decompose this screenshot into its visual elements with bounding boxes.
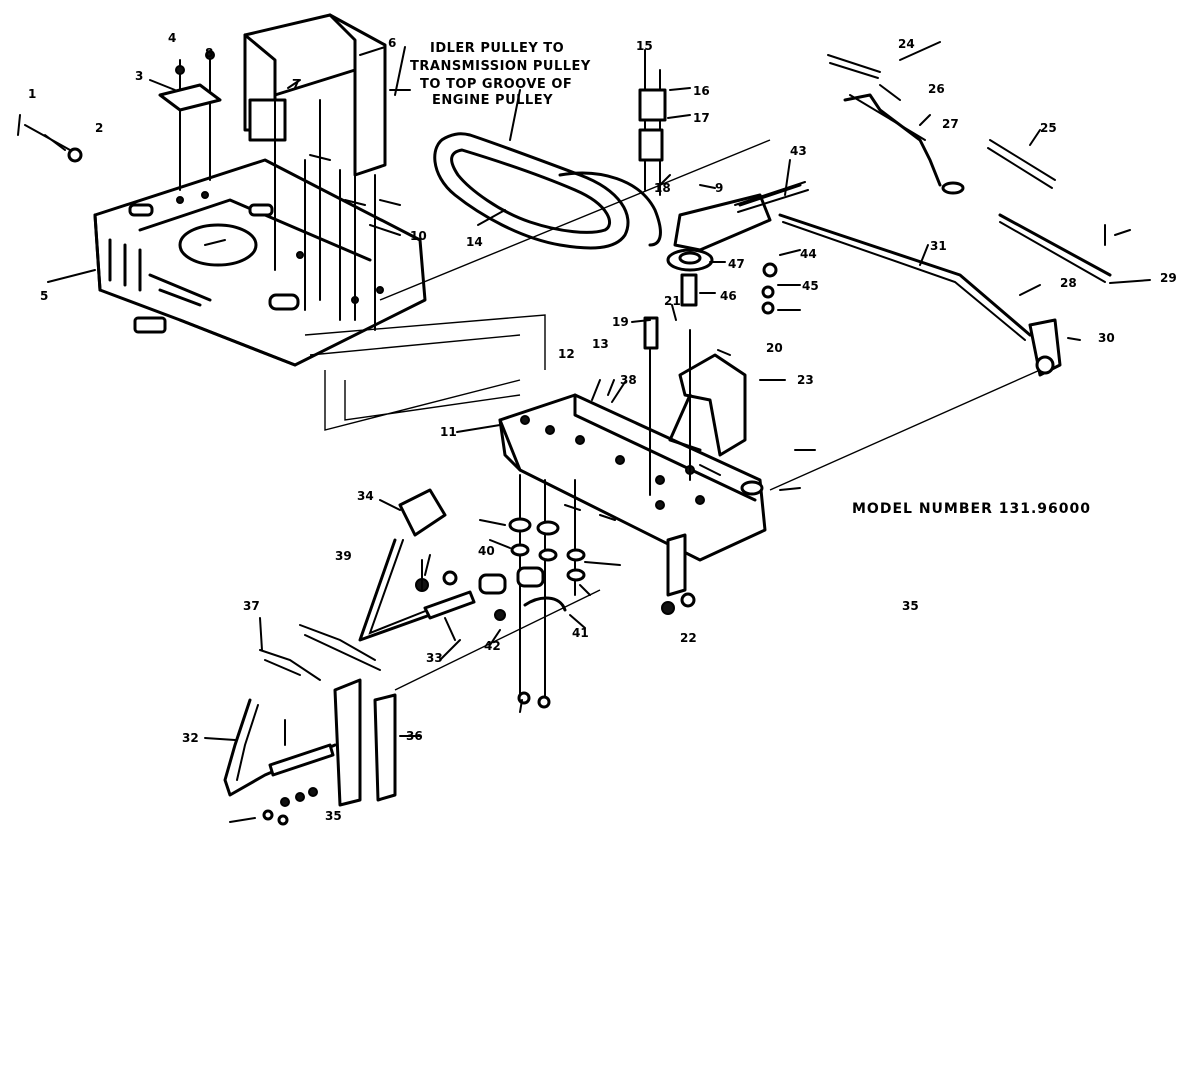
callout-26: 26 xyxy=(928,82,945,96)
callout-27: 27 xyxy=(942,117,959,131)
mounting-plate xyxy=(93,158,427,367)
callout-25: 25 xyxy=(1040,121,1057,135)
callout-21: 21 xyxy=(664,294,681,308)
callout-36: 36 xyxy=(406,729,423,743)
callout-39: 39 xyxy=(335,549,352,563)
callout-41: 41 xyxy=(572,626,589,640)
callout-23: 23 xyxy=(797,373,814,387)
callout-37: 37 xyxy=(243,599,260,613)
callout-33: 33 xyxy=(426,651,443,665)
drive-belt xyxy=(433,132,662,250)
callout-5: 5 xyxy=(40,289,48,303)
callout-13: 13 xyxy=(592,337,609,351)
callout-1: 1 xyxy=(28,87,36,101)
brake-pedal-assembly xyxy=(223,488,476,826)
callout-4: 4 xyxy=(168,31,176,45)
callout-47: 47 xyxy=(728,257,745,271)
callout-12: 12 xyxy=(558,347,575,361)
callout-20: 20 xyxy=(766,341,783,355)
note-line-4: ENGINE PULLEY xyxy=(432,93,553,108)
callout-32: 32 xyxy=(182,731,199,745)
bolts-upper xyxy=(17,50,376,331)
callout-17: 17 xyxy=(693,111,710,125)
callouts: 1 2 3 4 5 6 7 8 9 10 11 12 13 14 15 16 1… xyxy=(28,31,1177,823)
callout-38: 38 xyxy=(620,373,637,387)
callout-7: 7 xyxy=(292,77,300,91)
callout-30: 30 xyxy=(1098,331,1115,345)
lower-hardware xyxy=(394,369,1041,709)
callout-9: 9 xyxy=(715,181,723,195)
note-line-3: TO TOP GROOVE OF xyxy=(420,77,572,92)
callout-8: 8 xyxy=(205,46,213,60)
leader-lines xyxy=(44,41,1151,823)
callout-42: 42 xyxy=(484,639,501,653)
callout-22: 22 xyxy=(680,631,697,645)
page-number: 35 xyxy=(902,599,919,613)
callout-29: 29 xyxy=(1160,271,1177,285)
callout-18: 18 xyxy=(654,181,671,195)
callout-6: 6 xyxy=(388,36,396,50)
callout-40: 40 xyxy=(478,544,495,558)
shift-linkage xyxy=(778,54,1112,377)
callout-24: 24 xyxy=(898,37,915,51)
seat-bracket xyxy=(243,13,387,177)
callout-45: 45 xyxy=(802,279,819,293)
callout-16: 16 xyxy=(693,84,710,98)
callout-14: 14 xyxy=(466,235,483,249)
note-line-2: TRANSMISSION PULLEY xyxy=(410,59,591,74)
callout-19: 19 xyxy=(612,315,629,329)
callout-2: 2 xyxy=(95,121,103,135)
upright-bracket xyxy=(643,316,747,496)
callout-46: 46 xyxy=(720,289,737,303)
callout-43: 43 xyxy=(790,144,807,158)
connector-lines xyxy=(304,139,771,431)
callout-34: 34 xyxy=(357,489,374,503)
model-number: MODEL NUMBER 131.96000 xyxy=(852,501,1091,517)
callout-11: 11 xyxy=(440,425,457,439)
note-line-1: IDLER PULLEY TO xyxy=(430,41,564,56)
assembly-note: IDLER PULLEY TO TRANSMISSION PULLEY TO T… xyxy=(410,41,591,108)
callout-31: 31 xyxy=(930,239,947,253)
idler-assembly xyxy=(638,49,809,315)
callout-35: 35 xyxy=(325,809,342,823)
callout-28: 28 xyxy=(1060,276,1077,290)
callout-44: 44 xyxy=(800,247,817,261)
callout-10: 10 xyxy=(410,229,427,243)
callout-15: 15 xyxy=(636,39,653,53)
callout-3: 3 xyxy=(135,69,143,83)
